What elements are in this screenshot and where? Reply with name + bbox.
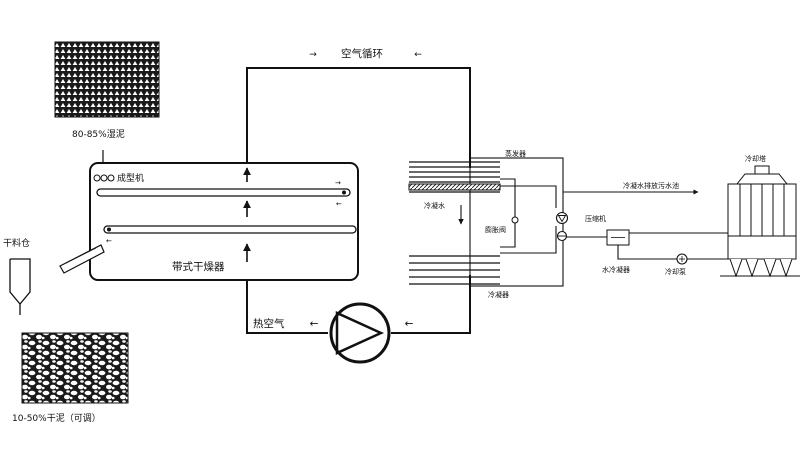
cooling-water-piping (617, 232, 728, 260)
cooling-pump-label: 冷却泵 (665, 267, 686, 276)
air-flow-arrow-left-icon: ← (414, 50, 422, 60)
water-condenser-label: 水冷凝器 (602, 265, 630, 274)
cooling-tower-icon (720, 165, 800, 278)
hot-air-arrow-icon: ← (310, 318, 319, 330)
air-duct-loop (246, 67, 471, 334)
condenser-coil (409, 255, 500, 285)
air-circulation-label: 空气循环 (341, 47, 383, 60)
condenser-label: 冷凝器 (488, 290, 509, 299)
dry-sludge-image (21, 332, 129, 404)
wet-sludge-image (54, 41, 160, 118)
dry-silo-label: 干料仓 (3, 237, 30, 249)
compressor-label: 压缩机 (585, 214, 606, 223)
cooling-pump-icon (676, 253, 688, 265)
belt-direction-arrow-right-icon: → (335, 179, 341, 187)
air-flow-arrow-right-icon: → (309, 50, 317, 60)
refrigerant-piping (500, 178, 610, 254)
wet-sludge-label: 80-85%湿泥 (72, 129, 125, 140)
conveyor-belt-lower (103, 225, 357, 234)
discharge-chute (59, 244, 105, 274)
evaporator-label: 蒸发器 (505, 149, 526, 158)
cooling-tower-label: 冷却塔 (745, 154, 766, 163)
former-nozzles-icon (93, 174, 115, 182)
valve-icon (556, 230, 568, 242)
conveyor-belt-upper (96, 188, 351, 197)
dry-silo-icon (9, 258, 31, 315)
expansion-valve-icon (511, 216, 519, 224)
condensate-water-label: 冷凝水 (424, 201, 445, 210)
compressor-icon (555, 211, 569, 225)
expansion-valve-label: 膨胀阀 (485, 225, 506, 234)
former-label: 成型机 (117, 172, 144, 184)
belt-dryer-label: 带式干燥器 (172, 260, 225, 273)
condensate-tray (408, 183, 501, 191)
water-condenser-icon (606, 229, 630, 246)
belt-direction-arrow-left-icon: ← (336, 200, 342, 208)
condensate-discharge-label: 冷凝水排放污水池 (623, 181, 679, 190)
dry-sludge-label: 10-50%干泥（可调） (12, 413, 101, 424)
belt-direction-arrow-left-icon-2: ← (106, 237, 112, 245)
circulation-fan-icon (329, 302, 391, 364)
return-air-arrow-icon: ← (405, 318, 414, 330)
hot-air-label: 热空气 (253, 317, 285, 330)
